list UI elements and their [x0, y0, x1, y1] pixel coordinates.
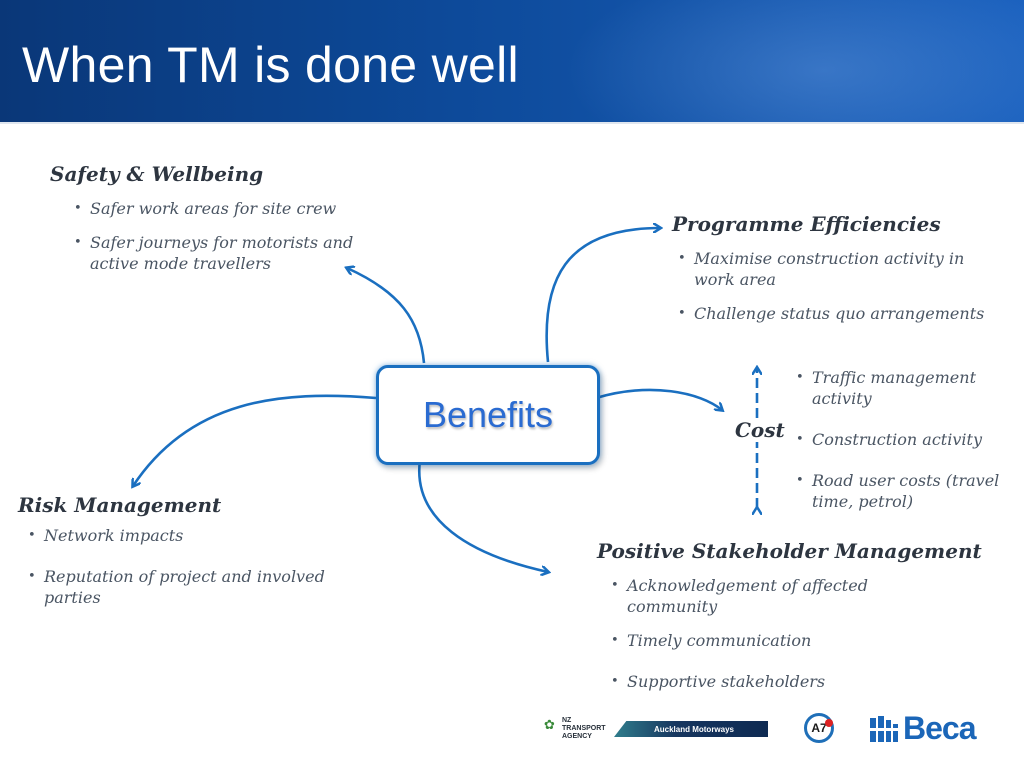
list-item: Road user costs (travel time, petrol): [792, 470, 1002, 512]
list-item: Traffic management activity: [792, 367, 1002, 409]
programme-block: Programme Efficiencies Maximise construc…: [672, 212, 1002, 324]
list-item: Maximise construction activity in work a…: [674, 248, 1002, 290]
risk-block: Risk Management Network impacts Reputati…: [18, 493, 368, 608]
beca-mark-icon: [870, 716, 898, 742]
safety-heading: Safety & Wellbeing: [50, 162, 264, 186]
arrow-to-programme: [545, 228, 660, 363]
slide-title: When TM is done well: [22, 37, 519, 93]
beca-logo-text: Beca: [903, 710, 976, 746]
list-item: Timely communication: [607, 630, 907, 651]
a7-logo: A7: [804, 713, 834, 743]
list-item: Reputation of project and involved parti…: [24, 566, 368, 608]
hub-label: Benefits: [422, 394, 554, 435]
auckland-motorways-text: Auckland Motorways: [653, 724, 734, 734]
list-item: Safer work areas for site crew: [70, 198, 390, 219]
list-item: Construction activity: [792, 429, 1002, 450]
cost-label: Cost: [733, 418, 787, 442]
stakeholder-block: Positive Stakeholder Management Acknowle…: [597, 539, 1007, 692]
arrow-to-risk: [133, 394, 377, 486]
title-bar: When TM is done well: [0, 0, 1024, 124]
nzta-logo-text: NZ TRANSPORT AGENCY: [562, 717, 606, 740]
list-item: Safer journeys for motorists and active …: [70, 232, 390, 274]
stakeholder-heading: Positive Stakeholder Management: [597, 539, 982, 563]
list-item: Challenge status quo arrangements: [674, 303, 1002, 324]
cost-block: Traffic management activity Construction…: [792, 367, 1002, 512]
arrow-to-cost: [595, 388, 722, 410]
list-item: Acknowledgement of affected community: [607, 575, 907, 617]
safety-block: Safety & Wellbeing Safer work areas for …: [50, 162, 390, 274]
beca-logo: Beca: [870, 710, 1000, 746]
list-item: Network impacts: [24, 525, 368, 546]
fern-icon: ✿: [544, 718, 555, 733]
nzta-auckland-motorways-logo: ✿ NZ TRANSPORT AGENCY Auckland Motorways: [544, 712, 768, 744]
benefits-hub: Benefits: [376, 365, 600, 465]
arrow-to-stakeholder: [417, 459, 548, 572]
a7-logo-text: A7: [811, 721, 827, 735]
programme-heading: Programme Efficiencies: [672, 212, 941, 236]
list-item: Supportive stakeholders: [607, 671, 907, 692]
auckland-motorways-banner: Auckland Motorways: [614, 721, 768, 737]
risk-heading: Risk Management: [18, 493, 222, 517]
arrow-to-safety: [347, 268, 426, 364]
